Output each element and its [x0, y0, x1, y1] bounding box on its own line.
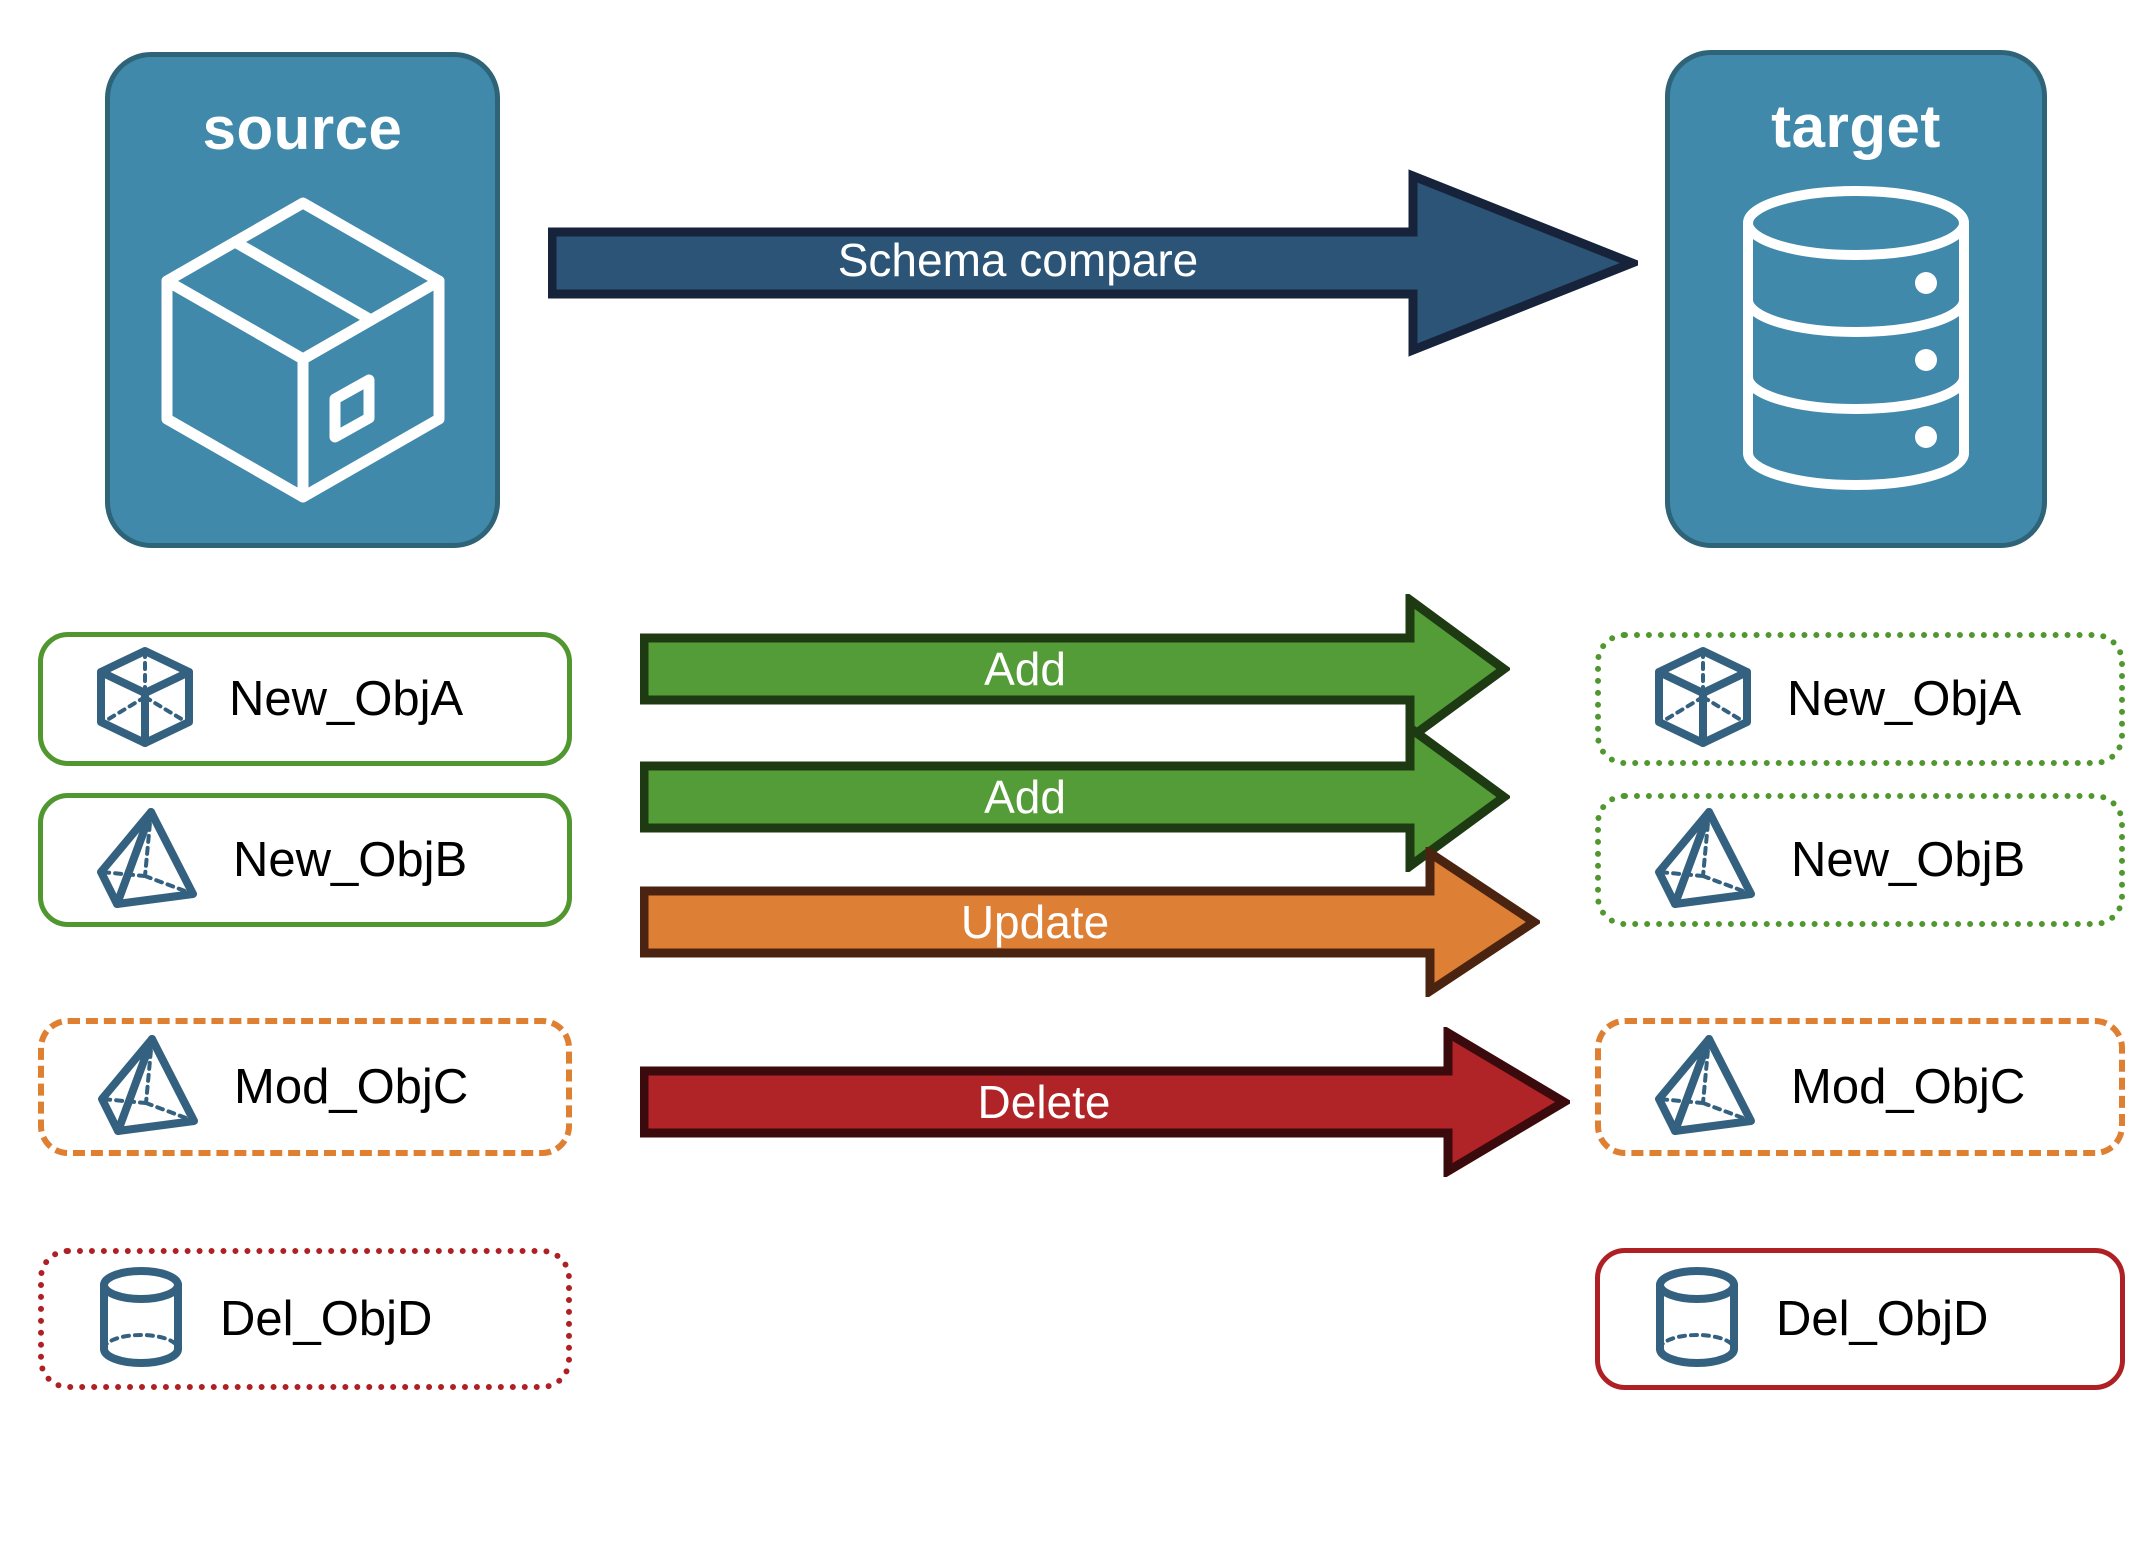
wireframe-pyramid-icon [96, 1033, 200, 1142]
source-object-row-1[interactable]: New_ObjA [38, 632, 572, 766]
source-title: source [202, 95, 403, 162]
add-arrow-row-1[interactable] [639, 591, 1512, 749]
target-object-row-2[interactable]: New_ObjB [1595, 793, 2125, 927]
target-object-label-4: Del_ObjD [1776, 1291, 1989, 1346]
source-object-label-2: New_ObjB [233, 832, 468, 887]
wireframe-cube-icon [95, 645, 195, 754]
schema-compare-arrow[interactable] [547, 168, 1645, 358]
target-object-label-2: New_ObjB [1791, 832, 2026, 887]
target-object-row-3[interactable]: Mod_ObjC [1595, 1018, 2125, 1156]
source-endpoint-card[interactable]: source [105, 52, 500, 548]
target-endpoint-card[interactable]: target [1665, 50, 2047, 548]
update-arrow-row-3[interactable] [639, 844, 1543, 1002]
wireframe-cube-icon [1653, 645, 1753, 754]
delete-arrow-row-4[interactable] [639, 1025, 1573, 1182]
source-object-label-3: Mod_ObjC [234, 1059, 469, 1114]
add-arrow-row-2[interactable] [639, 719, 1512, 877]
wireframe-cylinder-icon [96, 1265, 186, 1374]
target-title: target [1771, 93, 1941, 160]
package-box-icon [153, 185, 453, 520]
source-object-label-4: Del_ObjD [220, 1291, 433, 1346]
source-object-row-2[interactable]: New_ObjB [38, 793, 572, 927]
target-object-row-4[interactable]: Del_ObjD [1595, 1248, 2125, 1390]
wireframe-pyramid-icon [1653, 806, 1757, 915]
target-object-row-1[interactable]: New_ObjA [1595, 632, 2125, 766]
source-object-row-4[interactable]: Del_ObjD [38, 1248, 572, 1390]
database-cylinder-icon [1736, 183, 1976, 498]
target-object-label-3: Mod_ObjC [1791, 1059, 2026, 1114]
source-object-row-3[interactable]: Mod_ObjC [38, 1018, 572, 1156]
target-object-label-1: New_ObjA [1787, 671, 2022, 726]
wireframe-pyramid-icon [95, 806, 199, 915]
wireframe-pyramid-icon [1653, 1033, 1757, 1142]
source-object-label-1: New_ObjA [229, 671, 464, 726]
wireframe-cylinder-icon [1652, 1265, 1742, 1374]
